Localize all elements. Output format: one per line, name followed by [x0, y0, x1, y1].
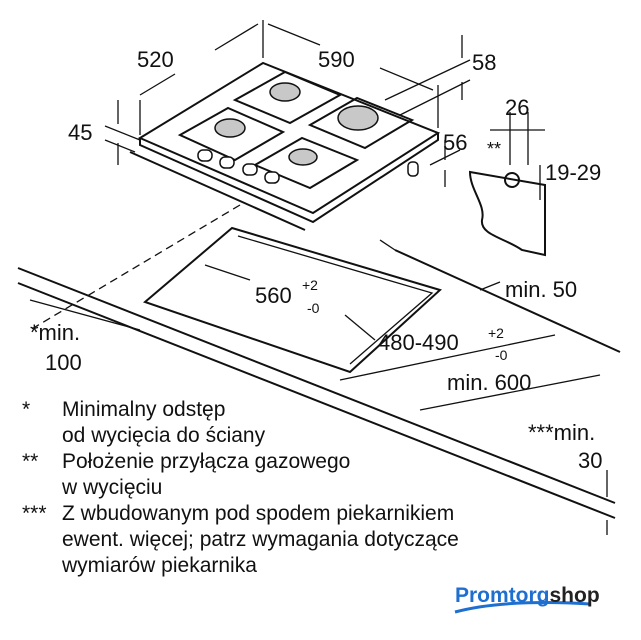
dim-worktop-thickness: 19-29	[545, 160, 601, 185]
footnote-mark: **	[22, 450, 39, 473]
logo-swoosh	[454, 601, 591, 614]
dim-min-back: min. 50	[505, 277, 577, 302]
footnote-mark: ***	[22, 502, 47, 525]
footnote: * Minimalny odstęp od wycięcia do ściany	[22, 397, 459, 449]
burner-icon	[269, 82, 301, 102]
dim-hob-height: 45	[68, 120, 92, 145]
dim-min-front: min. 600	[447, 370, 531, 395]
dim-min-wall-label: *min.	[30, 320, 80, 345]
gas-connection-icon	[504, 172, 520, 188]
cutout-width-tol-plus: +2	[302, 277, 318, 293]
control-knobs	[197, 149, 419, 184]
dim-cutout-depth: 480-490	[378, 330, 459, 355]
footnote-mark: *	[22, 398, 31, 421]
dim-min-wall-value: 100	[45, 350, 82, 375]
gas-mark: **	[487, 139, 501, 159]
logo-part1: Promtorg	[455, 584, 550, 607]
dim-gas-height: 56	[443, 130, 467, 155]
cutout-depth-tol-minus: -0	[495, 347, 508, 363]
dim-min-below-label: ***min.	[528, 420, 595, 445]
dim-cutout-width: 560	[255, 283, 292, 308]
cutout-width-tol-minus: -0	[307, 300, 320, 316]
side-profile-detail	[468, 112, 546, 257]
dim-width: 590	[318, 47, 355, 72]
promtorgshop-logo: Promtorgshop	[455, 584, 600, 608]
dim-right-height: 58	[472, 50, 496, 75]
footnote-line: Położenie przyłącza gazowego	[62, 450, 351, 473]
dim-min-below-value: 30	[578, 448, 602, 473]
worktop	[17, 239, 621, 519]
burner-icon	[337, 105, 379, 131]
logo-part2: shop	[549, 584, 600, 607]
center-dashed-line	[29, 204, 241, 331]
footnote-line: Minimalny odstęp	[62, 398, 226, 421]
footnote: *** Z wbudowanym pod spodem piekarnikiem…	[22, 501, 459, 579]
dimension-lines	[29, 20, 608, 535]
footnote-line: w wycięciu	[62, 476, 163, 499]
footnote-line: Z wbudowanym pod spodem piekarnikiem	[62, 502, 455, 525]
footnote-line: wymiarów piekarnika	[62, 554, 257, 577]
cutout	[143, 226, 442, 374]
footnote-line: od wycięcia do ściany	[62, 424, 266, 447]
dim-depth: 520	[137, 47, 174, 72]
dim-side-offset: 26	[505, 95, 529, 120]
burner-icon	[214, 118, 246, 138]
hob	[129, 61, 441, 231]
burners	[214, 82, 379, 166]
footnote: ** Położenie przyłącza gazowego w wycięci…	[22, 449, 459, 501]
burner-icon	[288, 148, 318, 166]
footnote-line: ewent. więcej; patrz wymagania dotyczące	[62, 528, 459, 551]
cutout-depth-tol-plus: +2	[488, 325, 504, 341]
burner-grates	[177, 70, 415, 190]
